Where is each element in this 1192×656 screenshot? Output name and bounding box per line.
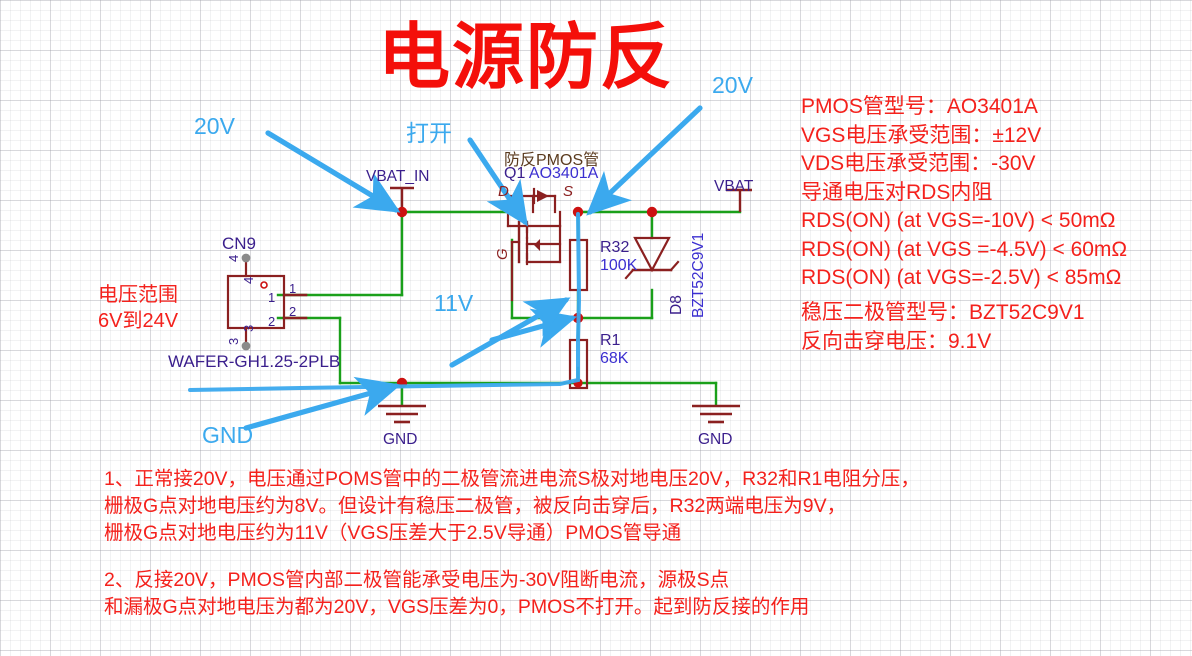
annotation-20v-output: 20V xyxy=(712,72,753,98)
net-label-gnd-right: GND xyxy=(698,431,733,448)
spec-line: RDS(ON) (at VGS =-4.5V) < 60mΩ xyxy=(801,237,1128,261)
connector-refdes: CN9 xyxy=(222,234,257,253)
note-line: 2、反接20V，PMOS管内部二极管能承受电压为-30V阻断电流，源极S点 xyxy=(104,569,730,591)
mosfet-terminal-d: D xyxy=(498,183,509,200)
mosfet-designator: Q1 AO3401A xyxy=(504,165,598,183)
zener-triangle xyxy=(633,236,671,273)
explanation-note-1: 1、正常接20V，电压通过POMS管中的二极管流进电流S极对地电压20V，R32… xyxy=(104,466,920,547)
connector-pin-1-outer: 1 xyxy=(289,281,297,296)
net-label-vbat: VBAT xyxy=(714,178,754,195)
spec-line: RDS(ON) (at VGS=-2.5V) < 85mΩ xyxy=(801,266,1122,289)
annotation-arrows xyxy=(243,105,703,431)
annotation-open: 打开 xyxy=(406,120,452,146)
annotation-11v-gate: 11V xyxy=(434,290,474,316)
spec-line: 导通电压对RDS内阻 xyxy=(801,180,993,204)
net-label-vbat-in: VBAT_IN xyxy=(366,168,430,185)
note-line: 栅极G点对地电压约为11V（VGS压差大于2.5V导通）PMOS管导通 xyxy=(104,522,682,544)
spec-line: VGS电压承受范围：±12V xyxy=(801,123,1042,147)
connector-pin-2-outer: 2 xyxy=(289,304,297,319)
explanation-note-2: 2、反接20V，PMOS管内部二极管能承受电压为-30V阻断电流，源极S点 和漏… xyxy=(104,567,809,621)
connector-pin-1-inner: 1 xyxy=(268,290,276,305)
ground-symbol-left xyxy=(378,404,426,424)
connector-pin-4-inner: 4 xyxy=(241,276,256,284)
mosfet-terminal-g: G xyxy=(494,248,511,260)
net-label-gnd-left: GND xyxy=(383,431,418,448)
voltage-range-line: 6V到24V xyxy=(98,310,179,332)
zener-spec-line: 稳压二极管型号：BZT52C9V1 xyxy=(801,301,1085,324)
voltage-range-note: 电压范围 6V到24V xyxy=(98,282,178,334)
connector-pin-2-inner: 2 xyxy=(268,314,276,329)
annotation-gnd: GND xyxy=(202,422,254,448)
zener-spec-block: 稳压二极管型号：BZT52C9V1 反向击穿电压：9.1V xyxy=(801,299,1085,356)
resistor-r1-refdes: R1 xyxy=(600,332,621,349)
annotation-20v-input: 20V xyxy=(194,113,235,139)
connector-footprint: WAFER-GH1.25-2PLB xyxy=(168,352,341,371)
note-line: 1、正常接20V，电压通过POMS管中的二极管流进电流S极对地电压20V，R32… xyxy=(104,468,920,490)
mosfet-caption: 防反PMOS管 xyxy=(504,152,600,169)
highlight-trace xyxy=(188,212,582,392)
note-line: 栅极G点对地电压约为8V。但设计有稳压二极管，被反向击穿后，R32两端电压为9V… xyxy=(104,495,847,517)
connector-pin-3-inner: 3 xyxy=(241,324,256,332)
zener-spec-line: 反向击穿电压：9.1V xyxy=(801,329,992,353)
zener-refdes: D8 xyxy=(668,295,685,315)
spec-line: PMOS管型号：AO3401A xyxy=(801,95,1038,118)
spec-line: RDS(ON) (at VGS=-10V) < 50mΩ xyxy=(801,209,1116,232)
connector-pin-4-outer: 4 xyxy=(226,254,241,262)
connector-pin-dots xyxy=(241,253,251,351)
resistor-r1-value: 68K xyxy=(600,350,629,367)
mosfet-part: AO3401A xyxy=(528,165,599,182)
resistor-r32-refdes: R32 xyxy=(600,239,630,256)
mosfet-terminal-s: S xyxy=(563,183,574,200)
ground-symbol-right xyxy=(692,404,740,424)
connector-body xyxy=(226,274,286,330)
voltage-range-line: 电压范围 xyxy=(98,284,179,306)
resistor-r32-value: 100K xyxy=(600,257,638,274)
connector-pin-3-outer: 3 xyxy=(226,337,241,345)
spec-line: VDS电压承受范围：-30V xyxy=(801,152,1036,175)
pmos-spec-block: PMOS管型号：AO3401A VGS电压承受范围：±12V VDS电压承受范围… xyxy=(801,93,1127,293)
page-title: 电源防反 xyxy=(378,18,675,98)
note-line: 和漏极G点对地电压为都为20V，VGS压差为0，PMOS不打开。起到防反接的作用 xyxy=(104,596,810,618)
zener-part: BZT52C9V1 xyxy=(690,232,707,318)
mosfet-refdes: Q1 xyxy=(504,165,526,182)
